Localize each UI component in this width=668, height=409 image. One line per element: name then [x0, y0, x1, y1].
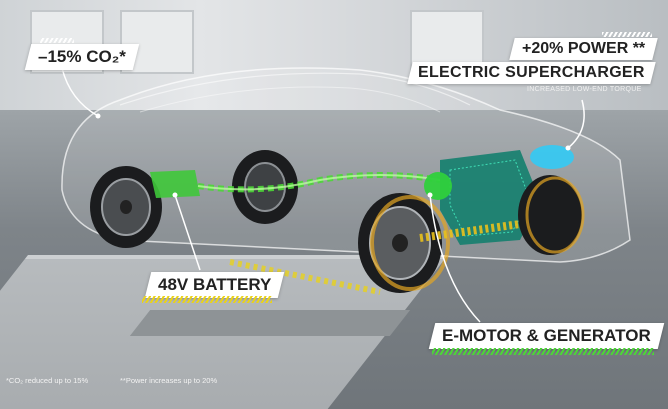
- front-left-wheel: [358, 193, 450, 293]
- battery-label-stripes: [142, 296, 272, 303]
- motor-label-stripes: [432, 348, 654, 355]
- callout-battery: [174, 194, 201, 271]
- car-window-line: [139, 86, 441, 113]
- rear-right-wheel: [232, 150, 298, 224]
- front-axle-stripes: [419, 220, 521, 242]
- front-right-wheel: [518, 175, 585, 255]
- supercharger-subtitle: INCREASED LOW-END TORQUE: [527, 86, 642, 93]
- energy-flow-glow: [197, 174, 441, 191]
- power-label: +20% POWER **: [509, 38, 658, 60]
- ground-stripes: [229, 259, 381, 295]
- supercharger-unit: [530, 145, 574, 169]
- battery-label: 48V BATTERY: [144, 272, 285, 298]
- supercharger-label: ELECTRIC SUPERCHARGER: [407, 62, 656, 84]
- callout-supercharger: [567, 99, 585, 149]
- co2-label-accent: [40, 38, 74, 43]
- callout-co2: [61, 67, 99, 117]
- car-roof-line: [119, 72, 471, 106]
- rear-left-wheel: [90, 166, 162, 248]
- battery-pack: [150, 170, 200, 198]
- co2-label: –15% CO₂*: [24, 44, 140, 70]
- power-label-accent: [602, 32, 652, 37]
- motor-label: E-MOTOR & GENERATOR: [428, 323, 664, 349]
- callout-motor: [429, 194, 481, 323]
- power-footnote: **Power increases up to 20%: [120, 376, 218, 385]
- co2-footnote: *CO₂ reduced up to 15%: [6, 376, 89, 385]
